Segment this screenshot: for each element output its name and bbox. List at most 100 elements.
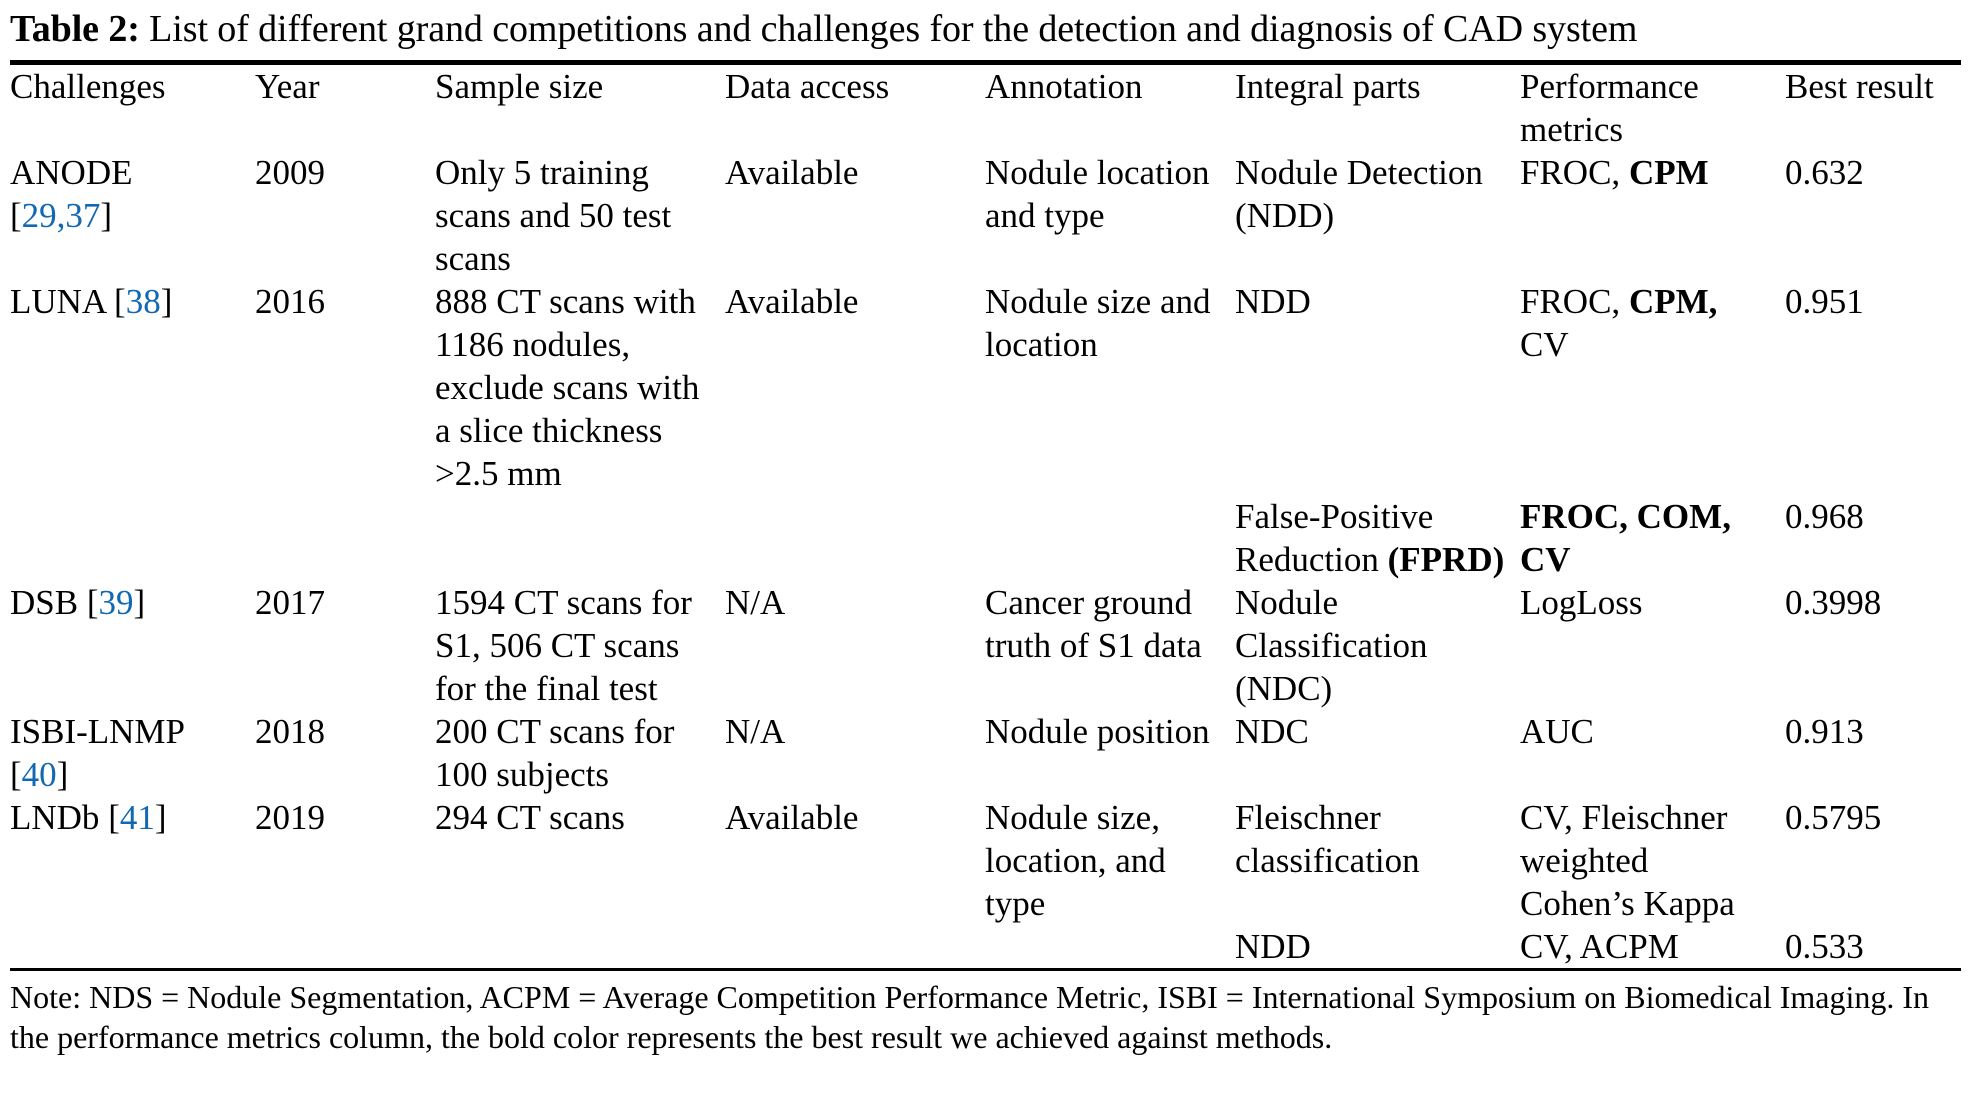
cell-integral-parts: NDC	[1235, 712, 1309, 751]
cell-year: 2018	[255, 712, 325, 751]
cell-best-result: 0.5795	[1785, 798, 1882, 837]
cell-challenge: LNDb [41]	[10, 796, 255, 925]
cell-sample-size: 294 CT scans	[435, 798, 625, 837]
column-header-annotation: Annotation	[985, 67, 1143, 106]
cell-performance-metrics: FROC, CPM	[1520, 153, 1709, 192]
cell-best-result: 0.968	[1785, 497, 1864, 536]
column-header-year: Year	[255, 67, 320, 106]
citation-link[interactable]: 39	[98, 583, 134, 622]
cell-annotation: Cancer ground truth of S1 data	[985, 583, 1202, 665]
cell-challenge	[10, 925, 255, 968]
cell-annotation	[985, 925, 1235, 968]
cell-data-access: Available	[725, 153, 859, 192]
cell-performance-metrics: LogLoss	[1520, 583, 1643, 622]
integral-parts-bold: (FPRD)	[1387, 540, 1505, 579]
performance-metric-best: FROC, COM, CV	[1520, 497, 1731, 579]
citation-bracket-open: [	[86, 583, 99, 622]
table-caption: Table 2: List of different grand competi…	[10, 0, 1961, 52]
citation-bracket-open: [	[114, 282, 126, 321]
cell-data-access	[725, 495, 985, 581]
citation-link[interactable]: 29,37	[21, 196, 101, 235]
cell-sample-size: 200 CT scans for 100 subjects	[435, 712, 675, 794]
cell-best-result: 0.913	[1785, 712, 1864, 751]
cell-sample-size: 1594 CT scans for S1, 506 CT scans for t…	[435, 583, 692, 708]
cell-integral-parts: NDD	[1235, 927, 1311, 966]
cell-year: 2017	[255, 583, 325, 622]
challenge-name: ANODE	[10, 153, 133, 192]
table-caption-text: List of different grand competitions and…	[139, 8, 1638, 50]
cell-integral-parts: Nodule Classification (NDC)	[1235, 583, 1428, 708]
performance-metric-best: CPM,	[1628, 282, 1718, 321]
performance-metric-best: CPM	[1628, 153, 1709, 192]
citation-bracket-close: ]	[56, 755, 69, 794]
citation-bracket-close: ]	[100, 196, 113, 235]
table-header: Challenges Year Sample size Data access …	[10, 65, 1971, 151]
column-header-data-access: Data access	[725, 67, 890, 106]
column-header-best-result: Best result	[1785, 67, 1934, 106]
citation-link[interactable]: 41	[119, 798, 155, 837]
column-header-sample-size: Sample size	[435, 67, 604, 106]
cell-sample-size	[435, 925, 725, 968]
table-row: False-Positive Reduction (FPRD)FROC, COM…	[10, 495, 1971, 581]
cell-annotation: Nodule size and location	[985, 282, 1211, 364]
cell-performance-metrics: CV, Fleischner weighted Cohen’s Kappa	[1520, 798, 1735, 923]
cell-data-access: N/A	[725, 712, 786, 751]
cell-integral-parts: False-Positive Reduction (FPRD)	[1235, 497, 1505, 579]
cell-challenge: DSB [39]	[10, 581, 255, 710]
challenge-name: ISBI-LNMP	[10, 712, 184, 751]
cell-sample-size: Only 5 training scans and 50 test scans	[435, 153, 672, 278]
citation-bracket-open: [	[108, 798, 120, 837]
cell-year: 2009	[255, 153, 325, 192]
table-caption-label: Table 2:	[10, 8, 140, 50]
cell-integral-parts: Fleischner classification	[1235, 798, 1420, 880]
challenge-name: LNDb	[10, 798, 100, 837]
cell-best-result: 0.632	[1785, 153, 1864, 192]
cell-best-result: 0.3998	[1785, 583, 1882, 622]
cell-annotation	[985, 495, 1235, 581]
cell-data-access: Available	[725, 282, 859, 321]
citation-bracket-open: [	[10, 196, 22, 235]
competitions-table: Challenges Year Sample size Data access …	[10, 65, 1971, 968]
cell-integral-parts: NDD	[1235, 282, 1311, 321]
cell-year: 2016	[255, 282, 325, 321]
cell-performance-metrics: FROC, COM, CV	[1520, 495, 1785, 581]
table-top-rule	[10, 60, 1961, 65]
cell-sample-size: 888 CT scans with 1186 nodules, exclude …	[435, 282, 700, 493]
cell-data-access: Available	[725, 798, 859, 837]
cell-best-result: 0.533	[1785, 927, 1864, 966]
citation-bracket-open: [	[10, 755, 22, 794]
cell-challenge: ISBI-LNMP [40]	[10, 710, 255, 796]
column-header-challenges: Challenges	[10, 67, 166, 106]
cell-year: 2019	[255, 798, 325, 837]
cell-challenge: LUNA [38]	[10, 280, 255, 495]
table-footnote: Note: NDS = Nodule Segmentation, ACPM = …	[10, 979, 1930, 1055]
table-header-row: Challenges Year Sample size Data access …	[10, 65, 1971, 151]
cell-integral-parts: Nodule Detection (NDD)	[1235, 153, 1483, 235]
cell-performance-metrics: AUC	[1520, 712, 1594, 751]
citation-link[interactable]: 40	[21, 755, 57, 794]
cell-best-result: 0.951	[1785, 282, 1864, 321]
challenge-name: LUNA	[10, 282, 106, 321]
citation-bracket-close: ]	[133, 583, 146, 622]
citation-bracket-close: ]	[154, 798, 167, 837]
cell-year	[255, 495, 435, 581]
cell-annotation: Nodule size, location, and type	[985, 798, 1166, 923]
cell-challenge	[10, 495, 255, 581]
cell-performance-metrics: CV, ACPM	[1520, 927, 1679, 966]
cell-challenge: ANODE [29,37]	[10, 151, 255, 280]
cell-sample-size	[435, 495, 725, 581]
citation-bracket-close: ]	[160, 282, 173, 321]
citation-link[interactable]: 38	[125, 282, 161, 321]
cell-performance-metrics: FROC, CPM, CV	[1520, 282, 1718, 364]
cell-annotation: Nodule location and type	[985, 153, 1210, 235]
challenge-name: DSB	[10, 583, 79, 622]
cell-year	[255, 925, 435, 968]
cell-data-access	[725, 925, 985, 968]
